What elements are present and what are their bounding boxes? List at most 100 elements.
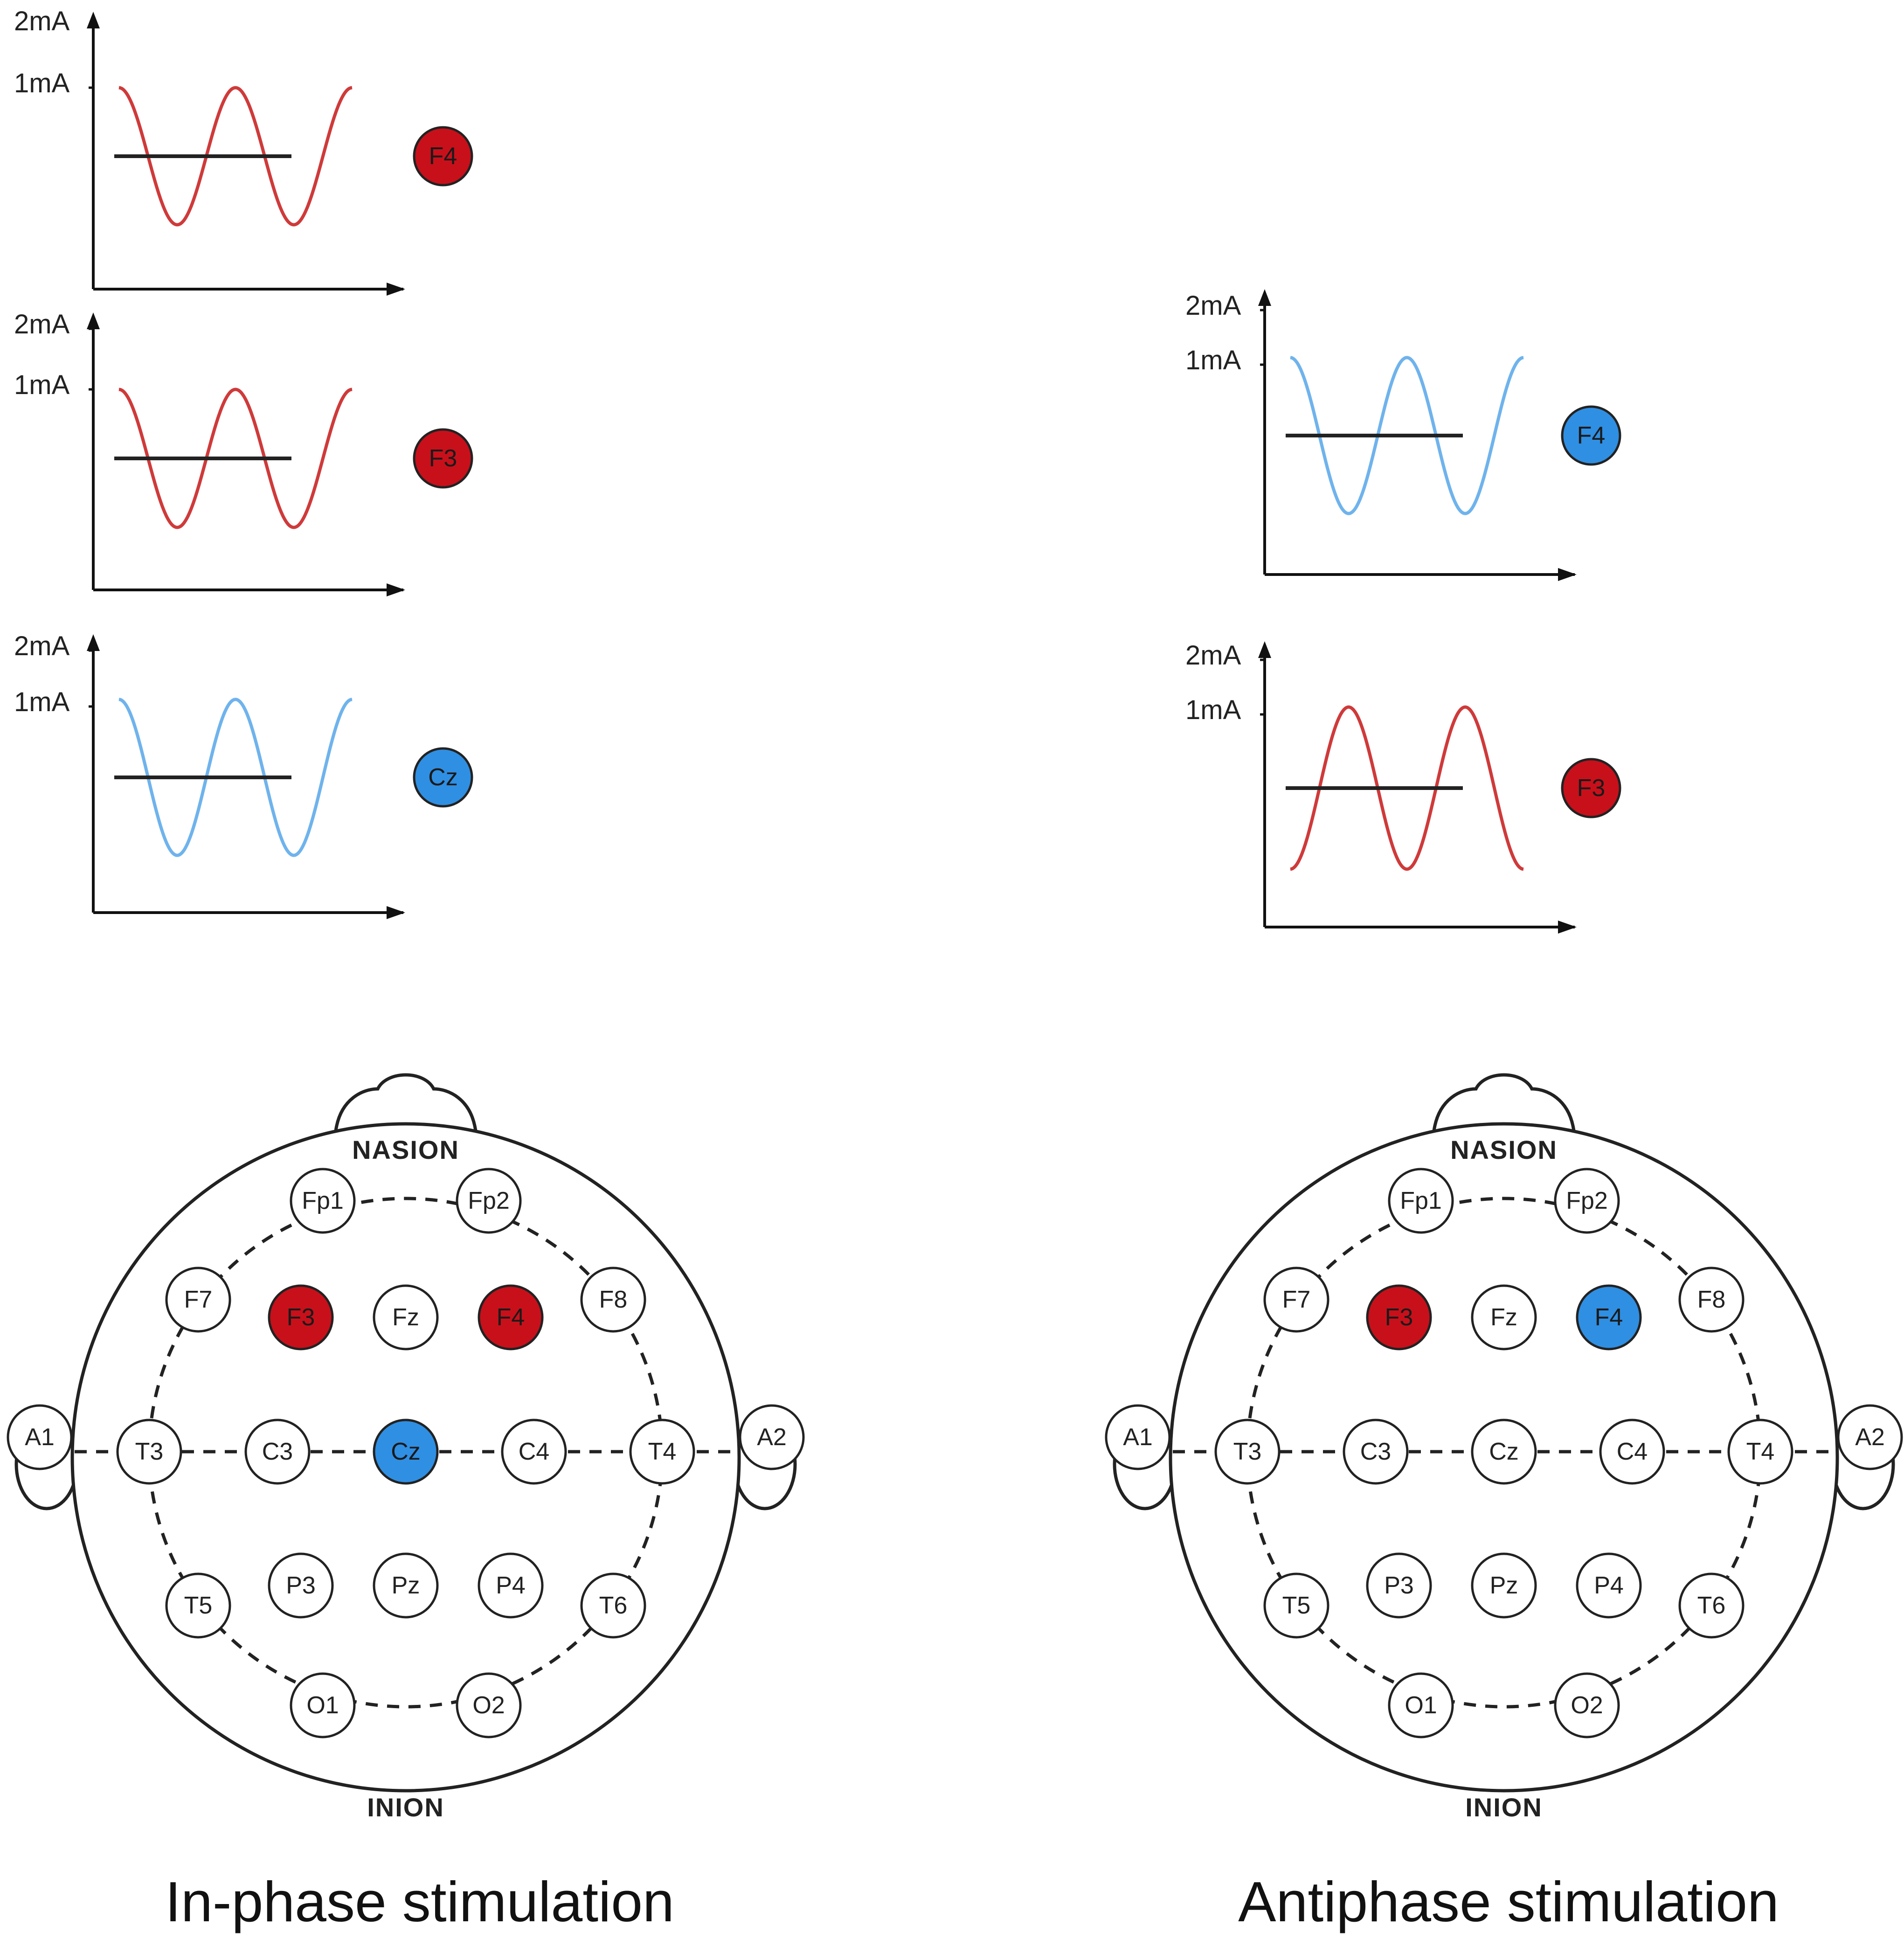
electrode-circle (1837, 1404, 1903, 1470)
electrode-fz: Fz (373, 1284, 439, 1350)
electrode-label: Fp1 (1400, 1187, 1442, 1214)
electrode-circle (1366, 1284, 1432, 1350)
electrode-o2: O2 (1554, 1672, 1620, 1738)
electrode-label: C4 (519, 1438, 549, 1465)
electrode-f8: F8 (1678, 1267, 1745, 1333)
electrode-o1: O1 (290, 1672, 356, 1738)
waveform-panel-f3-antiphase: 2mA 1mA F3 (1185, 640, 1621, 934)
electrode-label: F3 (429, 445, 457, 472)
electrode-label: C4 (1617, 1438, 1648, 1465)
electrode-circle (456, 1672, 522, 1738)
x-axis-arrow-icon (387, 906, 405, 919)
electrode-circle (1366, 1552, 1432, 1619)
electrode-label: O2 (1571, 1692, 1603, 1719)
electrode-label: F4 (497, 1304, 525, 1331)
electrode-t3: T3 (116, 1419, 182, 1485)
electrode-a1: A1 (7, 1404, 73, 1470)
x-axis-arrow-icon (387, 583, 405, 596)
electrode-circle (1599, 1419, 1665, 1485)
y-axis-arrow-icon (87, 312, 100, 329)
electrode-c3: C3 (1343, 1419, 1409, 1485)
electrode-t3: T3 (1214, 1419, 1281, 1485)
electrode-circle (1576, 1284, 1642, 1350)
electrode-circle (1727, 1419, 1793, 1485)
y-tick-label: 2mA (1185, 291, 1241, 321)
electrode-label: F3 (287, 1304, 315, 1331)
electrode-marker: F4 (1561, 405, 1621, 466)
current-waveform (118, 698, 353, 857)
electrode-circle (501, 1419, 567, 1485)
electrode-fz: Fz (1471, 1284, 1537, 1350)
electrode-p3: P3 (268, 1552, 334, 1619)
electrode-f4: F4 (1576, 1284, 1642, 1350)
electrode-label: F4 (1577, 422, 1606, 449)
electrode-circle (580, 1572, 646, 1639)
electrode-fp2: Fp2 (456, 1168, 522, 1234)
electrode-t5: T5 (165, 1572, 231, 1639)
inion-label: INION (1465, 1793, 1543, 1822)
electrode-label: F8 (1697, 1286, 1726, 1313)
electrode-label: Fz (392, 1304, 419, 1331)
current-waveform (1290, 705, 1524, 871)
electrode-a2: A2 (1837, 1404, 1903, 1470)
electrode-c4: C4 (501, 1419, 567, 1485)
electrode-label: Cz (1489, 1438, 1519, 1465)
electrode-label: Pz (1490, 1572, 1518, 1599)
electrode-circle (1214, 1419, 1281, 1485)
electrode-label: F7 (184, 1286, 213, 1313)
electrode-circle (165, 1267, 231, 1333)
electrode-fp2: Fp2 (1554, 1168, 1620, 1234)
electrode-circle (373, 1284, 439, 1350)
electrode-marker: F3 (413, 428, 473, 489)
electrode-f3: F3 (1366, 1284, 1432, 1350)
y-tick-label: 1mA (14, 687, 70, 717)
electrode-circle (1554, 1672, 1620, 1738)
electrode-f7: F7 (1263, 1267, 1329, 1333)
electrode-circle (268, 1552, 334, 1619)
electrode-label: P3 (1384, 1572, 1414, 1599)
electrode-circle (373, 1552, 439, 1619)
nasion-label: NASION (352, 1135, 459, 1164)
electrode-circle (478, 1552, 544, 1619)
electrode-label: T3 (1233, 1438, 1262, 1465)
electrode-p4: P4 (1576, 1552, 1642, 1619)
electrode-label: T4 (648, 1438, 677, 1465)
electrode-label: T4 (1746, 1438, 1775, 1465)
electrode-t5: T5 (1263, 1572, 1329, 1639)
electrode-label: C3 (262, 1438, 293, 1465)
electrode-label: F4 (429, 143, 457, 170)
electrode-circle (1678, 1267, 1745, 1333)
electrode-label: Fp2 (1566, 1187, 1608, 1214)
electrode-label: Cz (428, 764, 458, 791)
electrode-label: Cz (391, 1438, 421, 1465)
electrode-label: T3 (135, 1438, 164, 1465)
electrode-label: F3 (1577, 775, 1606, 802)
y-tick-label: 1mA (14, 370, 70, 400)
electrode-circle (290, 1672, 356, 1738)
electrode-label: P4 (1594, 1572, 1624, 1599)
electrode-label: F7 (1282, 1286, 1311, 1313)
x-axis-arrow-icon (1558, 568, 1577, 581)
electrode-circle (1471, 1284, 1537, 1350)
y-tick-label: 2mA (1185, 640, 1241, 671)
electrode-label: T6 (1697, 1592, 1726, 1619)
electrode-circle (1576, 1552, 1642, 1619)
nose (333, 1073, 478, 1133)
electrode-c4: C4 (1599, 1419, 1665, 1485)
montage-caption: In-phase stimulation (165, 1870, 674, 1933)
electrode-dot (1561, 405, 1621, 466)
y-tick-label: 1mA (1185, 695, 1241, 725)
electrode-circle (1471, 1552, 1537, 1619)
electrode-f3: F3 (268, 1284, 334, 1350)
electrode-circle (580, 1267, 646, 1333)
electrode-label: T5 (184, 1592, 213, 1619)
electrode-circle (1343, 1419, 1409, 1485)
electrode-circle (244, 1419, 311, 1485)
inion-label: INION (367, 1793, 444, 1822)
y-tick-label: 1mA (1185, 345, 1241, 375)
electrode-circle (739, 1404, 805, 1470)
